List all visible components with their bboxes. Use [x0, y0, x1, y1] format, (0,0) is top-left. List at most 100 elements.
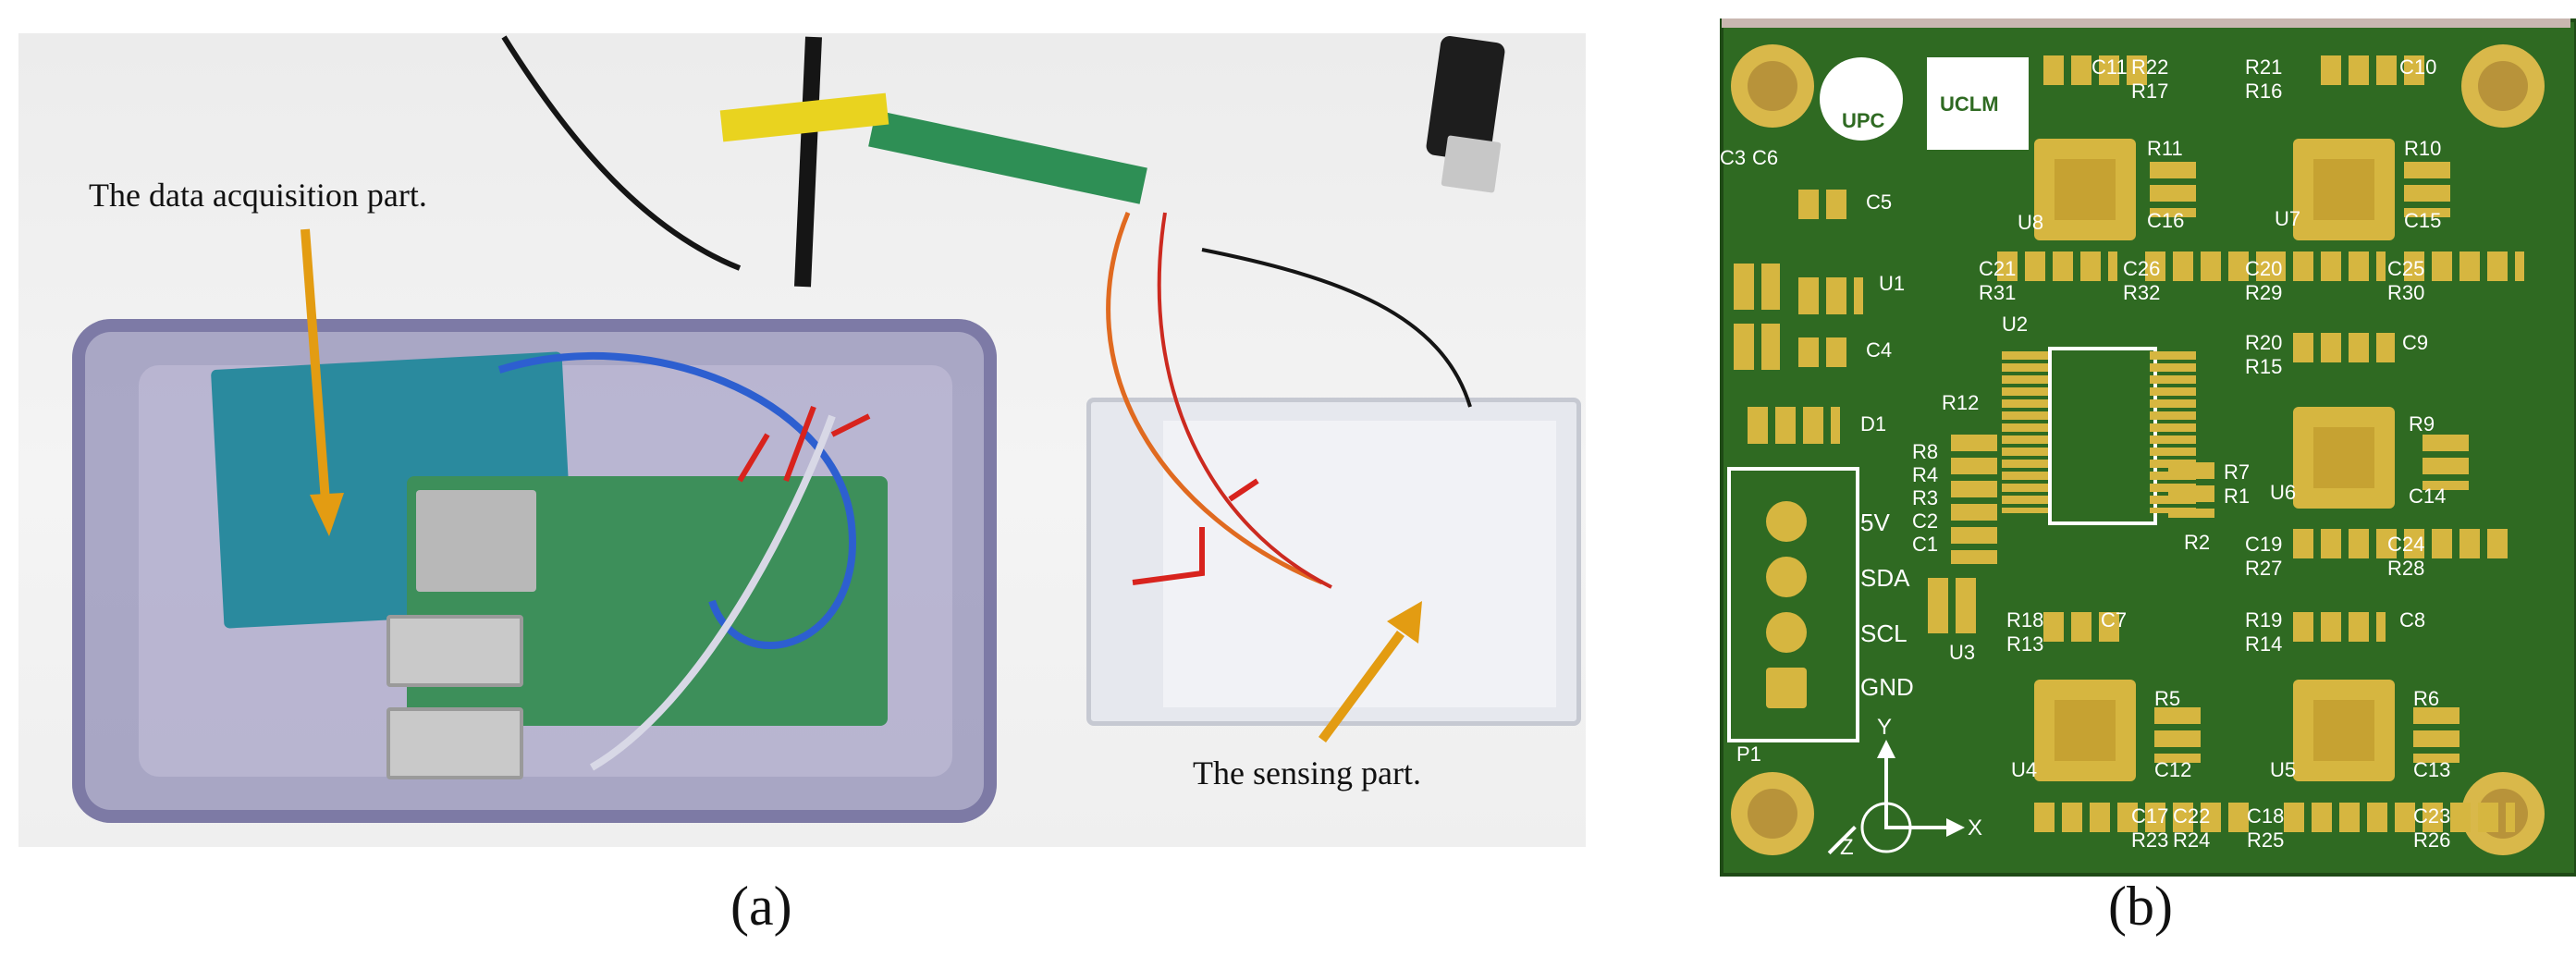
u2-pins-left	[2002, 351, 2048, 513]
uclm-logo	[1927, 57, 2029, 150]
sensor-chip-u6	[2293, 407, 2395, 509]
pads-r6-c13	[2413, 707, 2459, 763]
connector-pin-sda	[1766, 557, 1807, 597]
label-c21: C21	[1979, 257, 2017, 280]
label-p1: P1	[1736, 742, 1761, 766]
label-r11: R11	[2147, 137, 2183, 160]
label-r14: R14	[2245, 632, 2283, 656]
label-u7: U7	[2275, 207, 2301, 230]
pads-c4	[1798, 337, 1854, 367]
white-cable	[589, 414, 836, 771]
label-r13: R13	[2006, 632, 2044, 656]
connector-p1	[1727, 467, 1859, 742]
label-r27: R27	[2245, 557, 2283, 580]
connector-pin-5v	[1766, 501, 1807, 542]
caption-a: (a)	[730, 876, 792, 937]
label-r29: R29	[2245, 281, 2283, 304]
label-r17: R17	[2131, 80, 2169, 103]
label-u4: U4	[2011, 758, 2038, 781]
label-r3: R3	[1912, 486, 1939, 509]
pads-u3	[1928, 578, 1983, 633]
label-c6: C6	[1752, 146, 1779, 169]
arrow-sensing	[1318, 631, 1405, 742]
pads-bottom-left-row	[2034, 803, 2256, 832]
usb-port-upper	[386, 615, 523, 687]
label-r10: R10	[2404, 137, 2442, 160]
label-d1: D1	[1860, 412, 1887, 435]
label-c26: C26	[2123, 257, 2161, 280]
label-r25: R25	[2247, 828, 2285, 852]
pads-r9-c14	[2423, 435, 2469, 490]
label-c18: C18	[2247, 804, 2285, 828]
axis-y-line	[1884, 754, 1888, 828]
sensor-chip-u7	[2293, 139, 2395, 240]
pads-r5-c12	[2154, 707, 2201, 763]
label-u1: U1	[1879, 272, 1906, 295]
label-r21: R21	[2245, 55, 2283, 79]
ethernet-port	[416, 490, 536, 592]
label-r30: R30	[2387, 281, 2425, 304]
label-pin-gnd: GND	[1860, 673, 1914, 701]
label-r15: R15	[2245, 355, 2283, 378]
sensor-chip-u4	[2034, 680, 2136, 781]
label-r32: R32	[2123, 281, 2161, 304]
label-r26: R26	[2413, 828, 2451, 852]
pads-bottom-right-row	[2284, 803, 2515, 832]
label-r12: R12	[1942, 391, 1980, 414]
label-pin-scl: SCL	[1860, 619, 1907, 647]
pads-r19-r14	[2293, 612, 2386, 642]
pads-mid-row-b	[2145, 251, 2265, 281]
pads-u1	[1798, 277, 1863, 314]
label-c3: C3	[1720, 146, 1747, 169]
blue-cable	[497, 352, 856, 650]
label-r7: R7	[2224, 460, 2251, 484]
pads-resistor-stack	[1951, 435, 1997, 564]
label-c19: C19	[2245, 533, 2283, 556]
label-c13: C13	[2413, 758, 2451, 781]
label-c24: C24	[2387, 533, 2425, 556]
red-cable	[1157, 212, 1332, 589]
label-u3: U3	[1949, 641, 1976, 664]
uclm-logo-text: UCLM	[1940, 92, 1999, 116]
mounting-hole-top-left	[1731, 44, 1814, 128]
connector-pin-scl	[1766, 612, 1807, 653]
pad-u1-left	[1734, 264, 1780, 310]
label-r8: R8	[1912, 440, 1939, 463]
pads-r11-c16	[2150, 162, 2196, 217]
sensing-box-lid	[1163, 421, 1556, 707]
pcb-edge	[1722, 18, 2570, 28]
mounting-hole-top-right	[2461, 44, 2545, 128]
label-r24: R24	[2173, 828, 2211, 852]
usb-port-lower	[386, 707, 523, 779]
green-clip	[868, 110, 1147, 204]
black-cable	[501, 35, 742, 271]
label-c25: C25	[2387, 257, 2425, 280]
pads-d1	[1748, 407, 1840, 444]
label-c23: C23	[2413, 804, 2451, 828]
pads-top-right	[2321, 55, 2432, 85]
label-c14: C14	[2409, 484, 2447, 508]
label-r5: R5	[2154, 687, 2181, 710]
pads-mid-row-c	[2265, 251, 2386, 281]
connector-pin-gnd	[1766, 668, 1807, 708]
pads-r18-r13	[2043, 612, 2127, 642]
arrow-data-acquisition	[301, 228, 330, 502]
axis-x-label: X	[1968, 816, 1983, 840]
label-c20: C20	[2245, 257, 2283, 280]
axis-y-label: Y	[1877, 715, 1893, 740]
yellow-clip	[719, 92, 889, 142]
label-c15: C15	[2404, 209, 2442, 232]
label-r31: R31	[1979, 281, 2017, 304]
label-r23: R23	[2131, 828, 2169, 852]
label-r16: R16	[2245, 80, 2283, 103]
label-r2: R2	[2184, 531, 2211, 554]
label-r6: R6	[2413, 687, 2440, 710]
sensor-black-cable	[1201, 248, 1472, 408]
annotation-data-acquisition: The data acquisition part.	[89, 177, 427, 214]
label-r28: R28	[2387, 557, 2425, 580]
axis-z-label: Z	[1840, 835, 1854, 860]
pads-mid-row-a	[1997, 251, 2117, 281]
pads-top-left	[2043, 55, 2154, 85]
label-c4: C4	[1866, 338, 1893, 362]
